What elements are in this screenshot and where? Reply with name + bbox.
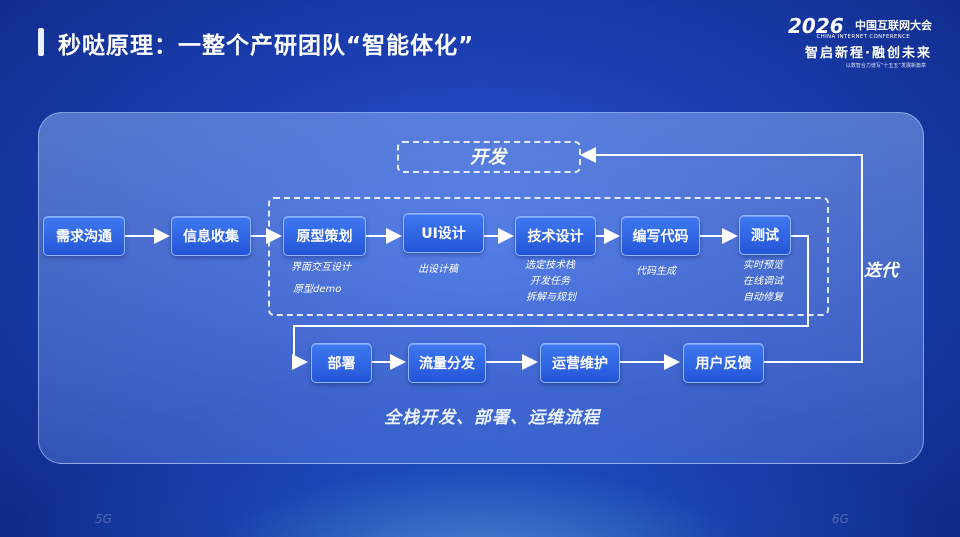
sub-tech-stack: 选定技术栈 bbox=[525, 260, 575, 271]
logo-name-cn: 中国互联网大会 bbox=[855, 19, 932, 32]
sub-ui-drafts: 出设计稿 bbox=[418, 264, 458, 275]
node-requirement-communication: 需求沟通 bbox=[43, 216, 125, 256]
sub-code-gen: 代码生成 bbox=[636, 266, 676, 277]
diagram-panel bbox=[38, 112, 924, 464]
dev-label: 开发 bbox=[470, 147, 506, 168]
sub-test-preview: 实时预览 bbox=[743, 260, 783, 271]
sub-tech-tasks: 开发任务 bbox=[530, 276, 570, 287]
node-prototype-planning: 原型策划 bbox=[283, 216, 366, 256]
arrow-iterate-loop bbox=[580, 147, 863, 363]
node-traffic-distribution: 流量分发 bbox=[408, 343, 486, 383]
node-info-collection: 信息收集 bbox=[171, 216, 251, 256]
node-user-feedback: 用户反馈 bbox=[683, 343, 764, 383]
deco-5g-text: 5G bbox=[95, 512, 112, 526]
logo-name-en: CHINA INTERNET CONFERENCE bbox=[816, 34, 910, 40]
node-tech-design: 技术设计 bbox=[515, 216, 596, 256]
sub-proto-demo: 原型demo bbox=[293, 284, 342, 295]
node-operations: 运营维护 bbox=[540, 343, 620, 383]
arrow-test-to-deploy bbox=[292, 235, 809, 370]
logo-subtitle: 以数智合力谱写“十五五”发展新篇章 bbox=[845, 63, 926, 69]
logo-year: 2026 bbox=[788, 14, 844, 38]
conference-logo: 2026 中国互联网大会 CHINA INTERNET CONFERENCE 智… bbox=[780, 14, 940, 72]
title-accent-bar bbox=[38, 28, 44, 56]
iterate-label: 迭代 bbox=[864, 261, 898, 281]
sub-tech-breakdown: 拆解与规划 bbox=[526, 292, 576, 303]
sub-test-autofix: 自动修复 bbox=[743, 292, 783, 303]
sub-proto-interaction: 界面交互设计 bbox=[291, 262, 351, 273]
node-deploy: 部署 bbox=[311, 343, 372, 383]
process-caption: 全栈开发、部署、运维流程 bbox=[384, 408, 600, 428]
node-ui-design: UI设计 bbox=[403, 213, 484, 253]
dev-phase-dashed-box bbox=[268, 197, 829, 316]
page-title: 秒哒原理：一整个产研团队“智能体化” bbox=[58, 33, 475, 59]
node-write-code: 编写代码 bbox=[621, 216, 700, 256]
node-testing: 测试 bbox=[739, 215, 791, 255]
background-glow bbox=[0, 387, 960, 537]
sub-test-debug: 在线调试 bbox=[743, 276, 783, 287]
deco-6g-text: 6G bbox=[832, 512, 849, 526]
logo-slogan: 智启新程·融创未来 bbox=[805, 46, 932, 61]
